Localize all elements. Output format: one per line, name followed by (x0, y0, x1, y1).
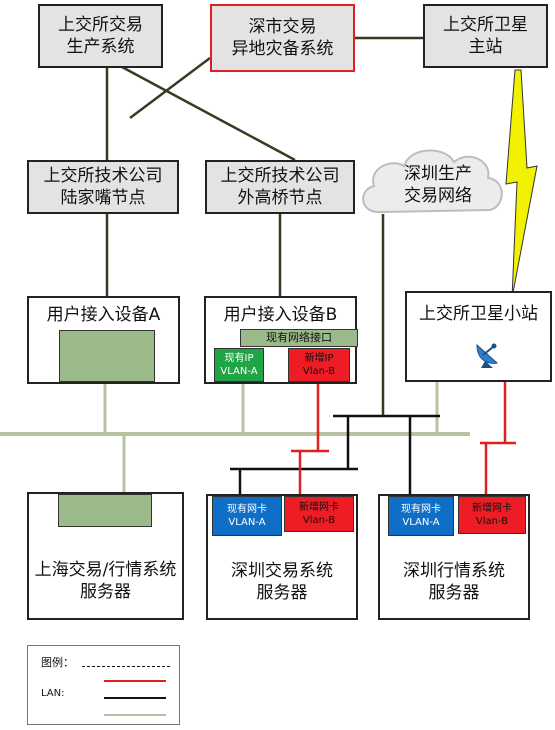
sz-quote-server-line2: 服务器 (428, 583, 480, 603)
szse-dr-line1: 深市交易 (248, 17, 317, 37)
szse-dr-line2: 异地灾备系统 (231, 39, 334, 59)
sse-sat-main-node: 上交所卫星 主站 (423, 4, 548, 68)
sz-cloud-line2: 交易网络 (404, 186, 472, 206)
sz-quote-server-text: 深圳行情系统 服务器 (380, 560, 528, 604)
legend-red-line (104, 680, 166, 682)
satellite-dish-icon (476, 343, 499, 368)
sz-trade-nic-old: 现有网卡 VLAN-A (212, 496, 282, 536)
sz-trade-server-text: 深圳交易系统 服务器 (208, 560, 356, 604)
cloud-shape (362, 149, 503, 214)
access-device-a-panel (59, 330, 155, 382)
access-device-b-interface: 现有网络接口 (240, 329, 358, 347)
sse-sat-small-station: 上交所卫星小站 (405, 291, 552, 382)
sz-trade-nic-new: 新增网卡 Vlan-B (284, 496, 354, 532)
ip-new-line2: Vlan-B (302, 366, 336, 377)
sz-quote-server: 现有网卡 VLAN-A 新增网卡 Vlan-B 深圳行情系统 服务器 (378, 494, 530, 620)
satellite-lightning-bolt (505, 69, 538, 299)
sh-server-panel (58, 494, 152, 527)
access-device-b-ip-old: 现有IP VLAN-A (214, 348, 264, 382)
legend-title-underline (82, 666, 170, 667)
sh-server-line1: 上海交易/行情系统 (34, 560, 177, 580)
link-sse-to-wgq (121, 65, 296, 162)
sse-tech-wgq-line2: 外高桥节点 (237, 188, 323, 208)
legend-green-line (104, 714, 166, 716)
sz-quote-nic-old-line2: VLAN-A (402, 517, 440, 528)
sh-server-text: 上海交易/行情系统 服务器 (29, 559, 182, 603)
access-device-b-interface-label: 现有网络接口 (266, 331, 332, 344)
sz-trade-server-line2: 服务器 (256, 583, 308, 603)
sse-sat-small-label: 上交所卫星小站 (419, 304, 538, 324)
sz-quote-nic-old: 现有网卡 VLAN-A (388, 496, 454, 536)
sse-tech-wgq-node: 上交所技术公司 外高桥节点 (205, 160, 355, 214)
sz-trade-nic-new-line2: Vlan-B (302, 515, 336, 526)
sz-cloud-label: 深圳生产 交易网络 (388, 163, 488, 207)
access-device-a-label: 用户接入设备A (46, 305, 161, 325)
sz-quote-nic-new-line1: 新增网卡 (472, 503, 512, 514)
sse-production-line1: 上交所交易 (58, 15, 143, 35)
legend-black-line (104, 697, 166, 699)
legend-lan-label: LAN: (41, 688, 65, 699)
sz-trade-nic-old-line1: 现有网卡 (227, 504, 267, 515)
ip-new-line1: 新增IP (304, 353, 334, 364)
sse-tech-ljz-line2: 陆家嘴节点 (60, 188, 146, 208)
sse-sat-main-line1: 上交所卫星 (443, 15, 528, 35)
sse-tech-wgq-line1: 上交所技术公司 (220, 166, 340, 186)
sz-trade-nic-new-line1: 新增网卡 (299, 502, 339, 513)
legend-title: 图例： (41, 656, 74, 669)
sz-quote-server-line1: 深圳行情系统 (403, 561, 505, 581)
sse-production-node: 上交所交易 生产系统 (38, 4, 163, 68)
sz-quote-nic-new: 新增网卡 Vlan-B (458, 496, 526, 534)
access-device-b-label: 用户接入设备B (223, 305, 338, 325)
sse-tech-ljz-line1: 上交所技术公司 (43, 166, 163, 186)
access-device-a: 用户接入设备A (27, 296, 180, 384)
ip-old-line1: 现有IP (224, 353, 254, 364)
sse-production-line2: 生产系统 (66, 37, 135, 57)
sh-server-line2: 服务器 (80, 582, 131, 602)
ip-old-line2: VLAN-A (220, 366, 258, 377)
sh-server: 上海交易/行情系统 服务器 (27, 492, 184, 620)
sz-trade-server-line1: 深圳交易系统 (231, 561, 333, 581)
sse-tech-ljz-node: 上交所技术公司 陆家嘴节点 (27, 160, 179, 214)
sz-quote-nic-new-line2: Vlan-B (475, 516, 509, 527)
sz-quote-nic-old-line1: 现有网卡 (401, 504, 441, 515)
sse-sat-main-line2: 主站 (468, 37, 503, 57)
sz-cloud-line1: 深圳生产 (404, 164, 472, 184)
sz-trade-nic-old-line2: VLAN-A (228, 517, 266, 528)
link-dr-to-ljz-route (129, 57, 211, 119)
access-device-b-ip-new: 新增IP Vlan-B (288, 348, 350, 382)
access-device-b: 用户接入设备B 现有网络接口 现有IP VLAN-A 新增IP Vlan-B (204, 296, 358, 384)
szse-dr-node: 深市交易 异地灾备系统 (210, 4, 355, 72)
legend-box: 图例： LAN: (27, 645, 180, 725)
sz-trade-server: 现有网卡 VLAN-A 新增网卡 Vlan-B 深圳交易系统 服务器 (206, 494, 358, 620)
